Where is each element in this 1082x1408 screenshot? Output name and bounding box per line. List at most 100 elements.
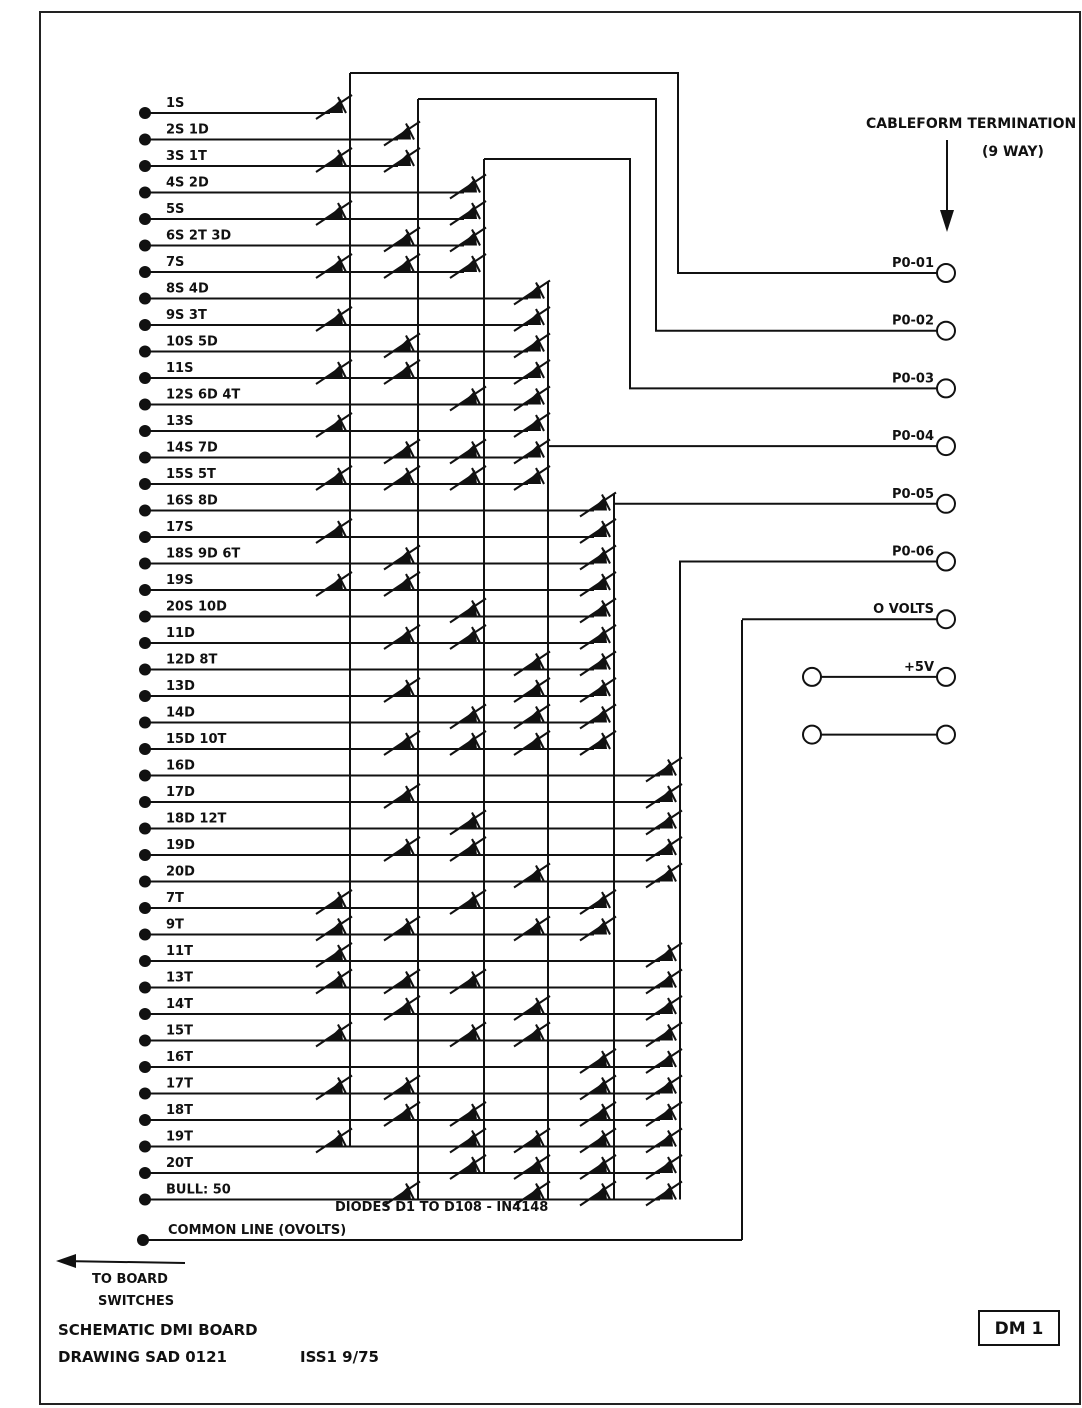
diode-icon xyxy=(315,94,353,120)
diode-bar xyxy=(405,229,415,246)
diode-bar xyxy=(535,679,545,697)
diode-bar xyxy=(667,1156,677,1174)
diode-bar xyxy=(405,441,415,458)
diode-icon xyxy=(449,385,487,412)
diode-icon xyxy=(315,942,353,968)
row-label: 11S xyxy=(166,361,193,376)
diode-body xyxy=(395,231,411,246)
diode-bar xyxy=(667,1103,677,1121)
diode-icon xyxy=(383,147,421,173)
terminal: +5V xyxy=(802,660,956,687)
diode-bar xyxy=(471,441,481,458)
diode-icon xyxy=(579,730,617,756)
diode-bar xyxy=(337,308,347,326)
arrow-shaft xyxy=(61,1260,186,1264)
diode-icon xyxy=(449,889,487,915)
sheet-border xyxy=(39,11,1081,1405)
diode-icon xyxy=(383,544,421,571)
diode-body xyxy=(657,1159,673,1173)
row-label: 13T xyxy=(166,971,193,986)
diode-bar xyxy=(337,149,347,167)
cableform-header: CABLEFORM TERMINATION (9 WAY) xyxy=(866,116,1076,232)
diode-bar xyxy=(471,706,481,723)
cableform-label-line1: CABLEFORM TERMINATION xyxy=(866,116,1076,132)
switch-row: 18S 9D 6T xyxy=(139,544,617,571)
diode-body xyxy=(525,1159,541,1173)
diode-icon xyxy=(645,1101,683,1127)
diode-bar xyxy=(471,1024,481,1041)
diode-icon xyxy=(645,968,683,995)
diode-icon xyxy=(645,1021,683,1048)
diode-bar xyxy=(601,1103,611,1121)
row-label: 14S 7D xyxy=(166,441,218,456)
diode-icon xyxy=(513,1154,551,1180)
diode-bar xyxy=(405,626,415,644)
diode-bar xyxy=(667,1077,677,1094)
switch-row: 15T xyxy=(139,1021,683,1048)
diode-bar xyxy=(601,653,611,670)
diode-icon xyxy=(383,915,421,942)
diode-icon xyxy=(383,1074,421,1101)
switch-row: 7T xyxy=(139,889,617,915)
diode-bar xyxy=(667,971,677,988)
diode-bar xyxy=(601,520,611,538)
diode-bar xyxy=(337,202,347,220)
diode-icon xyxy=(645,836,683,862)
diode-body xyxy=(591,682,607,696)
diode-body xyxy=(395,1106,411,1120)
row-label: 2S 1D xyxy=(166,123,209,138)
switch-row: 11T xyxy=(139,942,683,968)
diode-bar xyxy=(471,1156,481,1174)
diode-body xyxy=(395,443,411,458)
diode-bar xyxy=(667,1024,677,1041)
diode-icon xyxy=(513,650,551,677)
diode-icon xyxy=(513,1127,551,1154)
switch-row: 19D xyxy=(139,836,683,862)
issue-date: ISS1 9/75 xyxy=(300,1348,379,1366)
diode-bar xyxy=(535,732,545,750)
diode-icon xyxy=(383,438,421,465)
diode-bar xyxy=(337,255,347,273)
diode-body xyxy=(525,867,541,882)
row-label: 19D xyxy=(166,838,195,853)
terminal-ring xyxy=(936,609,956,630)
switch-row: 20T xyxy=(139,1154,683,1180)
diode-body xyxy=(525,284,541,299)
diode-body xyxy=(657,1079,673,1094)
drawing-id: DM 1 xyxy=(995,1319,1044,1339)
diode-bar xyxy=(337,1130,347,1147)
terminal-ring xyxy=(936,666,956,687)
arrow-label-line2: SWITCHES xyxy=(98,1294,174,1309)
diode-icon xyxy=(449,438,487,465)
switch-row: 11S xyxy=(139,359,551,385)
terminal-label: P0-04 xyxy=(892,429,934,444)
row-label: 13D xyxy=(166,679,195,694)
diode-bar xyxy=(535,308,545,326)
terminal-label: P0-03 xyxy=(892,371,934,386)
diode-icon xyxy=(579,650,617,677)
diode-body xyxy=(657,1106,673,1120)
diode-icon xyxy=(383,359,421,385)
bus-lines xyxy=(349,72,937,1200)
diode-icon xyxy=(579,624,617,650)
row-label: 15T xyxy=(166,1024,193,1039)
terminal xyxy=(802,724,956,745)
diode-body xyxy=(395,125,411,140)
diode-bar xyxy=(405,1183,415,1200)
diode-icon xyxy=(383,968,421,995)
bus-route xyxy=(350,72,937,274)
diode-body xyxy=(591,735,607,749)
diode-body xyxy=(461,708,477,723)
diode-bar xyxy=(667,812,677,829)
terminal-ring xyxy=(936,378,956,399)
diode-bar xyxy=(471,1130,481,1147)
diode-body xyxy=(395,1079,411,1094)
diode-body xyxy=(657,1000,673,1014)
row-label: 18T xyxy=(166,1103,193,1118)
diode-body xyxy=(461,973,477,988)
diode-bar xyxy=(405,785,415,803)
diode-bar xyxy=(471,202,481,220)
diode-bar xyxy=(601,1050,611,1068)
row-label: 11D xyxy=(166,626,195,641)
diode-bar xyxy=(337,1077,347,1094)
